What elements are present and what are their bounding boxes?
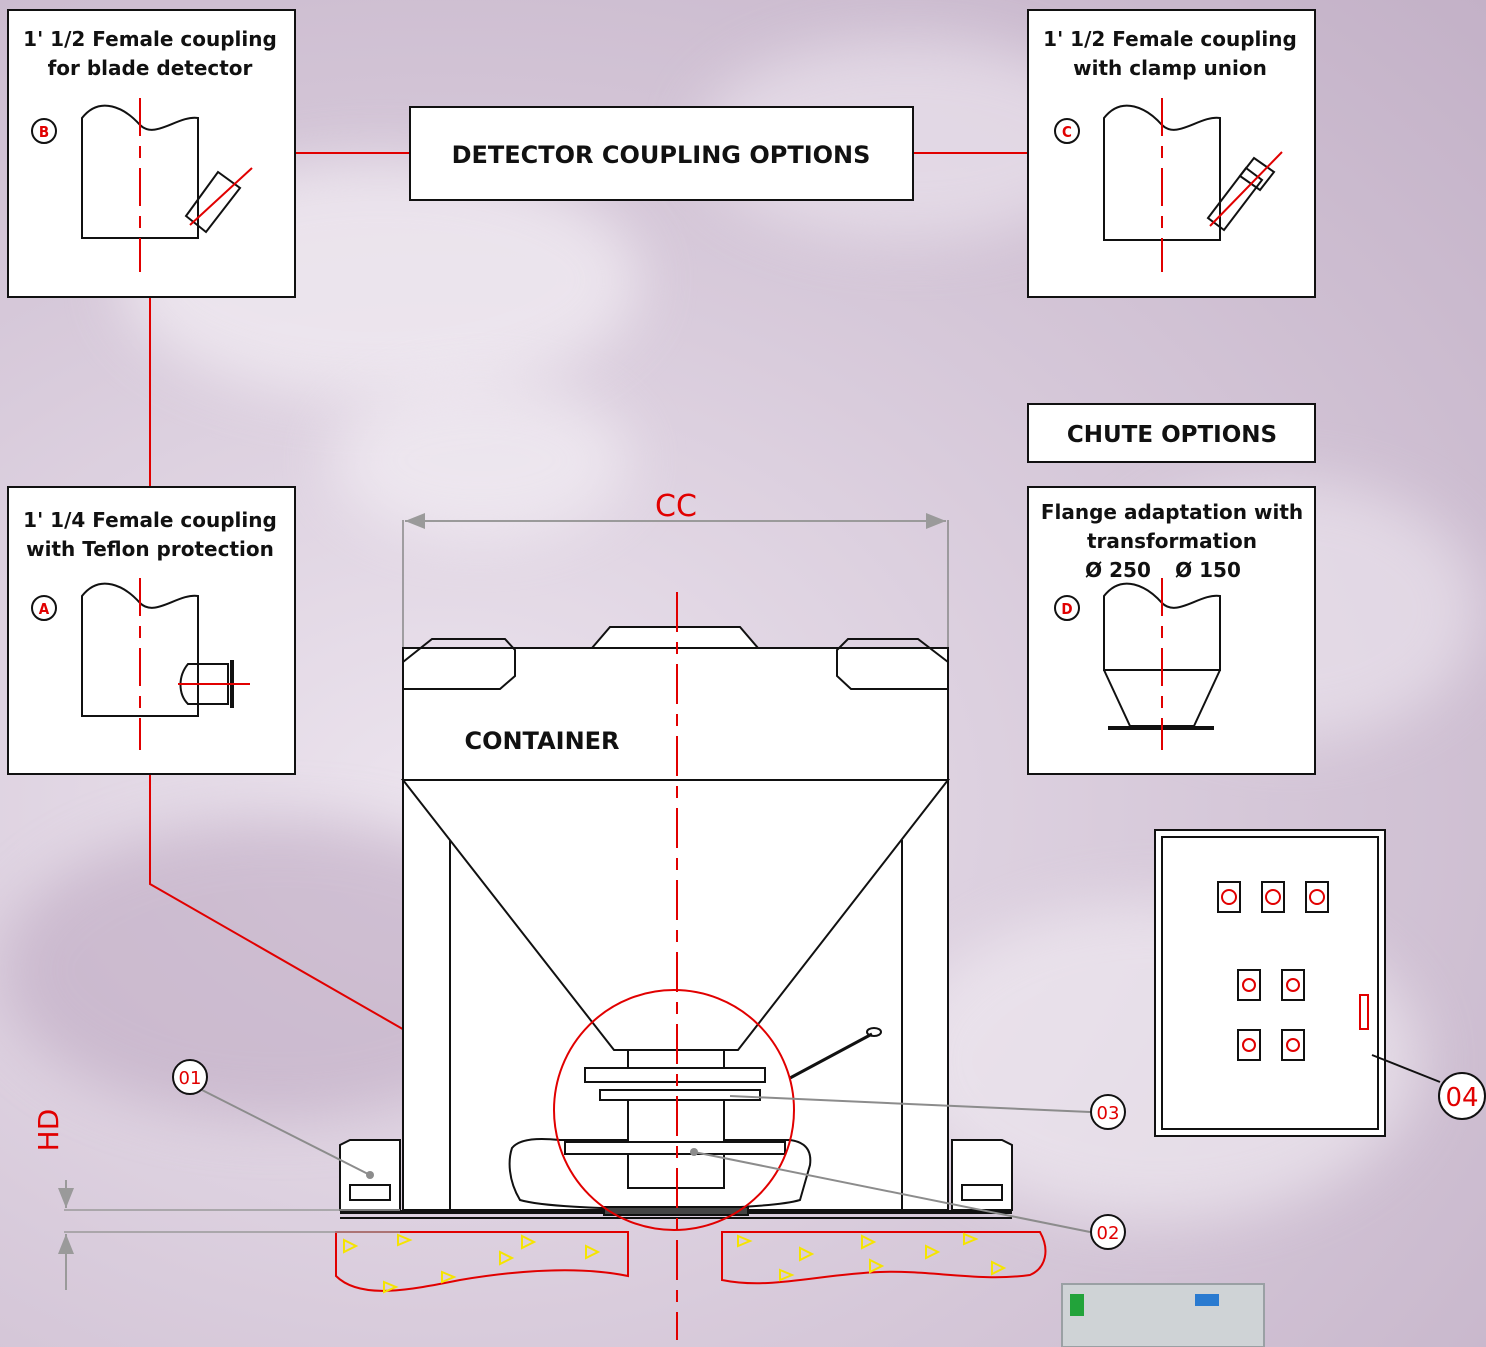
weld-marks bbox=[343, 1232, 1007, 1294]
option-b-line1: 1' 1/2 Female coupling bbox=[23, 27, 277, 51]
option-c-box: 1' 1/2 Female coupling with clamp union … bbox=[1027, 9, 1316, 298]
option-a-line2: with Teflon protection bbox=[26, 537, 274, 561]
option-b-line2: for blade detector bbox=[48, 56, 253, 80]
svg-text:03: 03 bbox=[1097, 1103, 1120, 1124]
svg-text:02: 02 bbox=[1097, 1223, 1120, 1244]
svg-text:04: 04 bbox=[1445, 1083, 1478, 1113]
option-c-line2: with clamp union bbox=[1073, 56, 1267, 80]
option-d-dia-250: Ø 250 bbox=[1085, 558, 1151, 582]
dimension-cc: CC bbox=[405, 489, 946, 529]
option-a-box: 1' 1/4 Female coupling with Teflon prote… bbox=[7, 486, 296, 775]
option-d-box: Flange adaptation with transformation Ø … bbox=[1027, 486, 1316, 775]
callout-02: 02 bbox=[1090, 1214, 1126, 1250]
container-drawing bbox=[339, 520, 1013, 1219]
callout-03: 03 bbox=[1090, 1094, 1126, 1130]
title-text: DETECTOR COUPLING OPTIONS bbox=[452, 141, 871, 169]
option-c-line1: 1' 1/2 Female coupling bbox=[1043, 27, 1297, 51]
dimension-hd: HD bbox=[32, 1109, 400, 1290]
chute-options-title-box: CHUTE OPTIONS bbox=[1027, 403, 1316, 463]
badge-c: C bbox=[1062, 123, 1072, 141]
cabinet-handle-icon bbox=[1359, 994, 1369, 1030]
option-d-line2: transformation bbox=[1087, 529, 1257, 553]
option-d-dia-150: Ø 150 bbox=[1175, 558, 1241, 582]
callout-01: 01 bbox=[172, 1059, 208, 1095]
floor-foundation bbox=[335, 1231, 1047, 1292]
option-a-line1: 1' 1/4 Female coupling bbox=[23, 508, 277, 532]
cabinet-switches bbox=[1237, 969, 1305, 1061]
container-label: CONTAINER bbox=[464, 727, 619, 755]
callout-04: 04 bbox=[1438, 1072, 1486, 1120]
badge-b: B bbox=[39, 123, 49, 141]
control-cabinet bbox=[1154, 829, 1386, 1137]
badge-a: A bbox=[39, 600, 50, 618]
dimension-cc-label: CC bbox=[655, 489, 697, 524]
option-d-line1: Flange adaptation with bbox=[1041, 500, 1303, 524]
chute-title-text: CHUTE OPTIONS bbox=[1067, 422, 1277, 448]
detector-options-title-box: DETECTOR COUPLING OPTIONS bbox=[409, 106, 914, 201]
equipment-photo bbox=[1061, 1283, 1265, 1347]
cabinet-indicator-lights bbox=[1217, 881, 1329, 913]
badge-d: D bbox=[1061, 600, 1072, 618]
dimension-hd-label: HD bbox=[32, 1109, 65, 1152]
option-b-box: 1' 1/2 Female coupling for blade detecto… bbox=[7, 9, 296, 298]
svg-text:01: 01 bbox=[179, 1068, 202, 1089]
detail-circle bbox=[553, 989, 795, 1231]
callout-leaders bbox=[201, 1054, 1441, 1233]
